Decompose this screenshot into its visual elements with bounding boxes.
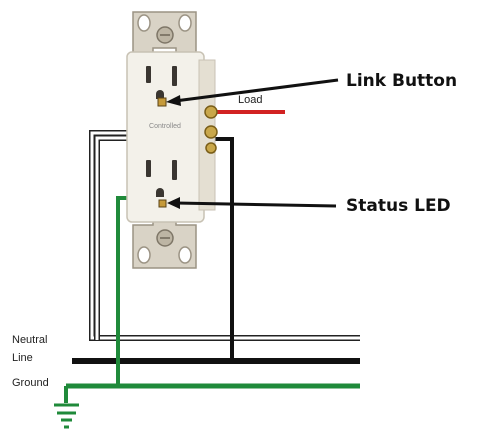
link-button-label: Link Button	[346, 71, 457, 91]
top-mounting-strap	[132, 11, 197, 56]
link-button[interactable]	[157, 97, 167, 107]
bottom-mounting-strap	[132, 217, 197, 269]
ground-symbol	[54, 403, 79, 429]
line-wire	[72, 137, 360, 364]
receptacle-body	[126, 51, 205, 223]
link-button-callout-arrow	[166, 78, 339, 106]
status-led	[158, 199, 167, 208]
neutral-label: Neutral	[12, 334, 47, 346]
upper-outlet	[146, 66, 177, 99]
brass-terminals	[204, 105, 218, 154]
receptacle: Controlled	[126, 11, 218, 269]
ground-wire	[64, 196, 360, 403]
neutral-wire	[89, 130, 360, 341]
status-led-callout-arrow	[167, 197, 337, 209]
status-led-label: Status LED	[346, 196, 451, 216]
controlled-label: Controlled	[149, 123, 181, 130]
lower-outlet	[146, 160, 177, 197]
load-label: Load	[238, 94, 262, 106]
ground-label: Ground	[12, 377, 49, 389]
line-label: Line	[12, 352, 33, 364]
